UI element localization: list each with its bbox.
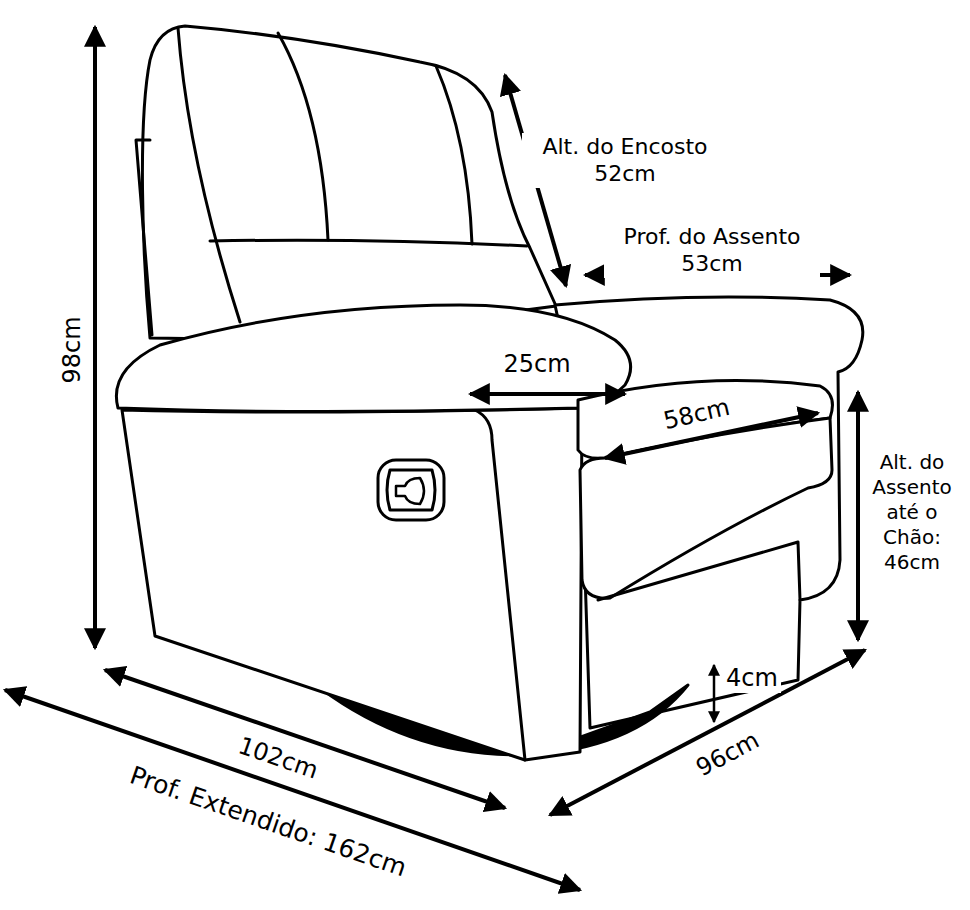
recline-lever (378, 460, 444, 520)
headrest-line (210, 240, 527, 246)
left-side-panel (122, 408, 582, 760)
left-arm-top (116, 305, 630, 412)
dimension-label: 102cm (231, 729, 324, 786)
extended-depth-arrow (5, 690, 580, 890)
footrest (598, 542, 800, 600)
base-clearance-arrow (713, 665, 716, 722)
dimension-label: Prof. do Assento 53cm (604, 223, 820, 278)
dimension-label: 25cm (500, 349, 573, 379)
dimension-label: Prof. Extendido: 162cm (123, 759, 413, 885)
backrest-seam (178, 28, 240, 322)
dimension-label: 4cm (723, 663, 781, 693)
dimension-label: 98cm (57, 313, 87, 386)
dimension-label: 96cm (689, 724, 768, 785)
height-arrow (93, 27, 97, 648)
dimension-label: Alt. do Assento até o Chão: 46cm (860, 450, 964, 575)
arm-width-arrow (470, 392, 625, 396)
recline-lever (387, 470, 435, 510)
backrest-seam (436, 66, 472, 244)
width-arrow (550, 650, 865, 815)
backrest-rear (136, 140, 152, 335)
backrest (142, 26, 556, 340)
arm-front-edge (475, 410, 525, 760)
recline-lever (396, 478, 424, 504)
dimension-label: Alt. do Encosto 52cm (522, 133, 728, 188)
seat-front (580, 418, 832, 598)
backrest-seam (278, 33, 328, 240)
dimension-label: 58cm (658, 391, 736, 437)
